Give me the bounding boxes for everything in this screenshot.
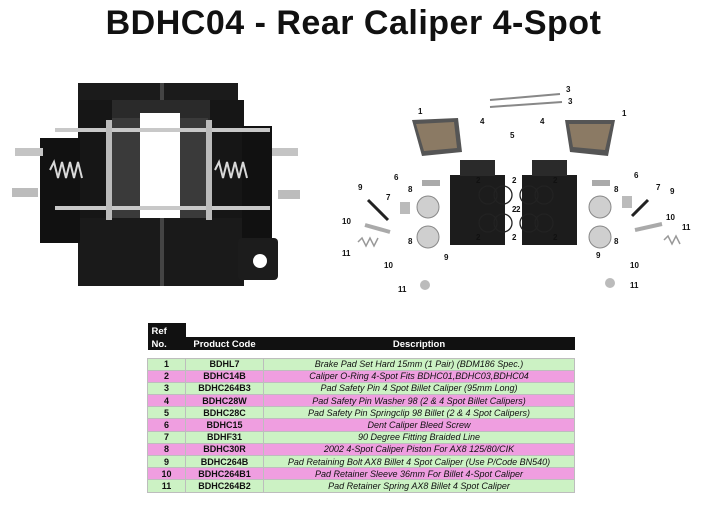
description: Pad Safety Pin Washer 98 (2 & 4 Spot Bil… <box>263 394 575 408</box>
description: Pad Retaining Bolt AX8 Billet 4 Spot Cal… <box>263 454 575 469</box>
callout-11: 11 <box>398 285 407 294</box>
product-code: BDHC14B <box>185 369 264 383</box>
callout-3: 3 <box>566 85 571 94</box>
ref-number: 1 <box>147 357 186 371</box>
callout-10: 10 <box>342 217 351 226</box>
description: 90 Degree Fitting Braided Line <box>263 430 575 444</box>
ref-number: 2 <box>147 369 186 383</box>
description: Pad Retainer Sleeve 36mm For Billet 4-Sp… <box>263 467 575 481</box>
callout-8: 8 <box>408 185 413 194</box>
callout-4: 4 <box>480 117 485 126</box>
callout-8: 8 <box>408 237 413 246</box>
product-code: BDHC264B2 <box>185 479 264 493</box>
product-code: BDHC30R <box>185 442 264 457</box>
description: Pad Safety Pin Springclip 98 Billet (2 &… <box>263 406 575 420</box>
callout-7: 7 <box>656 183 661 192</box>
callout-2: 2 <box>553 233 558 242</box>
header-ref-top: Ref <box>147 323 186 337</box>
callout-10: 10 <box>384 261 393 270</box>
callout-1: 1 <box>622 109 627 118</box>
callout-8: 8 <box>614 237 619 246</box>
callout-8: 8 <box>614 185 619 194</box>
product-code: BDHC28W <box>185 394 264 408</box>
description: Brake Pad Set Hard 15mm (1 Pair) (BDM186… <box>263 357 575 371</box>
callout-2: 2 <box>512 176 517 185</box>
header-desc: Description <box>263 337 575 350</box>
product-code: BDHC264B1 <box>185 467 264 481</box>
description: Pad Retainer Spring AX8 Billet 4 Spot Ca… <box>263 479 575 493</box>
product-code: BDHC28C <box>185 406 264 420</box>
page-title: BDHC04 - Rear Caliper 4-Spot <box>105 4 602 42</box>
ref-number: 3 <box>147 381 186 396</box>
callout-2: 2 <box>512 233 517 242</box>
ref-number: 8 <box>147 442 186 457</box>
callout-2: 2 <box>516 205 521 214</box>
callout-9: 9 <box>670 187 675 196</box>
callout-4: 4 <box>540 117 545 126</box>
header-spacer <box>185 323 264 337</box>
callout-11: 11 <box>682 223 691 232</box>
caliper-photo <box>12 83 300 286</box>
callout-2: 2 <box>476 233 481 242</box>
product-code: BDHF31 <box>185 430 264 444</box>
ref-number: 9 <box>147 454 186 469</box>
exploded-diagram: 1 1 2 2 2 2 2 2 2 2 3 3 4 4 5 6 6 7 7 8 … <box>342 85 691 294</box>
ref-number: 11 <box>147 479 186 493</box>
callout-11: 11 <box>342 249 351 258</box>
header-spacer <box>263 323 575 337</box>
callout-6: 6 <box>394 173 399 182</box>
callout-7: 7 <box>386 193 391 202</box>
product-code: BDHC264B3 <box>185 381 264 396</box>
ref-number: 10 <box>147 467 186 481</box>
callout-9: 9 <box>596 251 601 260</box>
description: Pad Safety Pin 4 Spot Billet Caliper (95… <box>263 381 575 396</box>
callout-10: 10 <box>666 213 675 222</box>
callout-1: 1 <box>418 107 423 116</box>
header-code: Product Code <box>185 337 264 350</box>
ref-number: 7 <box>147 430 186 444</box>
callout-10: 10 <box>630 261 639 270</box>
callout-9: 9 <box>358 183 363 192</box>
description: Dent Caliper Bleed Screw <box>263 418 575 432</box>
header-ref: No. <box>147 337 186 350</box>
callout-2: 2 <box>476 176 481 185</box>
callout-2: 2 <box>512 205 517 214</box>
ref-number: 4 <box>147 394 186 408</box>
ref-number: 6 <box>147 418 186 432</box>
product-code: BDHC15 <box>185 418 264 432</box>
description: Caliper O-Ring 4-Spot Fits BDHC01,BDHC03… <box>263 369 575 383</box>
callout-3: 3 <box>568 97 573 106</box>
callout-2: 2 <box>553 176 558 185</box>
ref-number: 5 <box>147 406 186 420</box>
callout-9: 9 <box>444 253 449 262</box>
description: 2002 4-Spot Caliper Piston For AX8 125/8… <box>263 442 575 457</box>
product-code: BDHC264B <box>185 454 264 469</box>
callout-6: 6 <box>634 171 639 180</box>
callout-11: 11 <box>630 281 639 290</box>
callout-5: 5 <box>510 131 515 140</box>
product-code: BDHL7 <box>185 357 264 371</box>
